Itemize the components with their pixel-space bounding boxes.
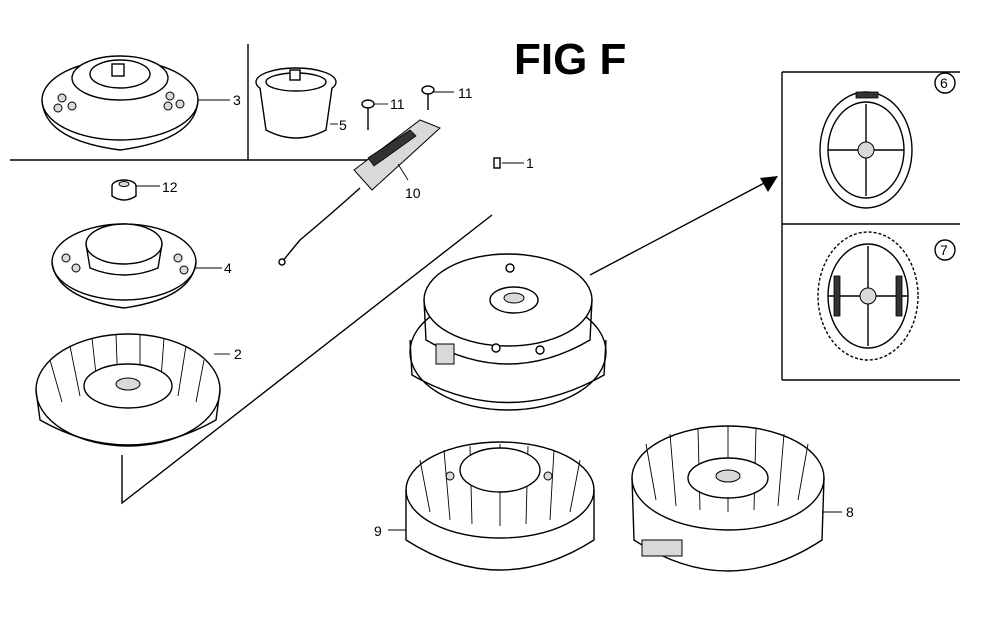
- leader-10: [397, 163, 409, 181]
- inset-frame-top-left: [10, 44, 370, 161]
- callout-3: 3: [233, 92, 241, 108]
- callout-11a: 11: [390, 96, 405, 112]
- callout-8: 8: [846, 504, 854, 520]
- callout-10: 10: [405, 185, 421, 201]
- part-2-fan: [35, 333, 221, 447]
- exploded-view-bracket: [121, 214, 493, 505]
- part-3-cover: [41, 55, 199, 151]
- callout-5: 5: [339, 117, 347, 133]
- callout-6: 6: [940, 75, 948, 91]
- flywheel-assembly: [409, 253, 607, 411]
- part-11-bolt-b: [421, 85, 435, 110]
- callout-7-circle: [934, 239, 956, 261]
- callout-7: 7: [940, 242, 948, 258]
- part-12-nut: [111, 179, 137, 201]
- part-7-ring-gear-view: [817, 231, 919, 361]
- callout-11b: 11: [458, 85, 473, 101]
- inset-frame-right: [781, 71, 960, 381]
- part-11-bolt-a: [361, 99, 375, 130]
- part-4-rotor-hub: [51, 223, 197, 309]
- part-10-ignition-coil: [278, 119, 441, 266]
- callout-4: 4: [224, 260, 232, 276]
- part-8-fan: [631, 425, 825, 572]
- arrow-to-inset: [589, 176, 778, 276]
- part-1-key: [493, 157, 501, 169]
- part-6-flywheel-view: [819, 91, 913, 209]
- callout-2: 2: [234, 346, 242, 362]
- part-5-cup: [255, 67, 337, 139]
- callout-1: 1: [526, 155, 534, 171]
- callout-9: 9: [374, 523, 382, 539]
- part-9-fan-hub: [405, 441, 595, 571]
- figure-title: FIG F: [514, 35, 626, 84]
- callout-12: 12: [162, 179, 178, 195]
- callout-6-circle: [934, 72, 956, 94]
